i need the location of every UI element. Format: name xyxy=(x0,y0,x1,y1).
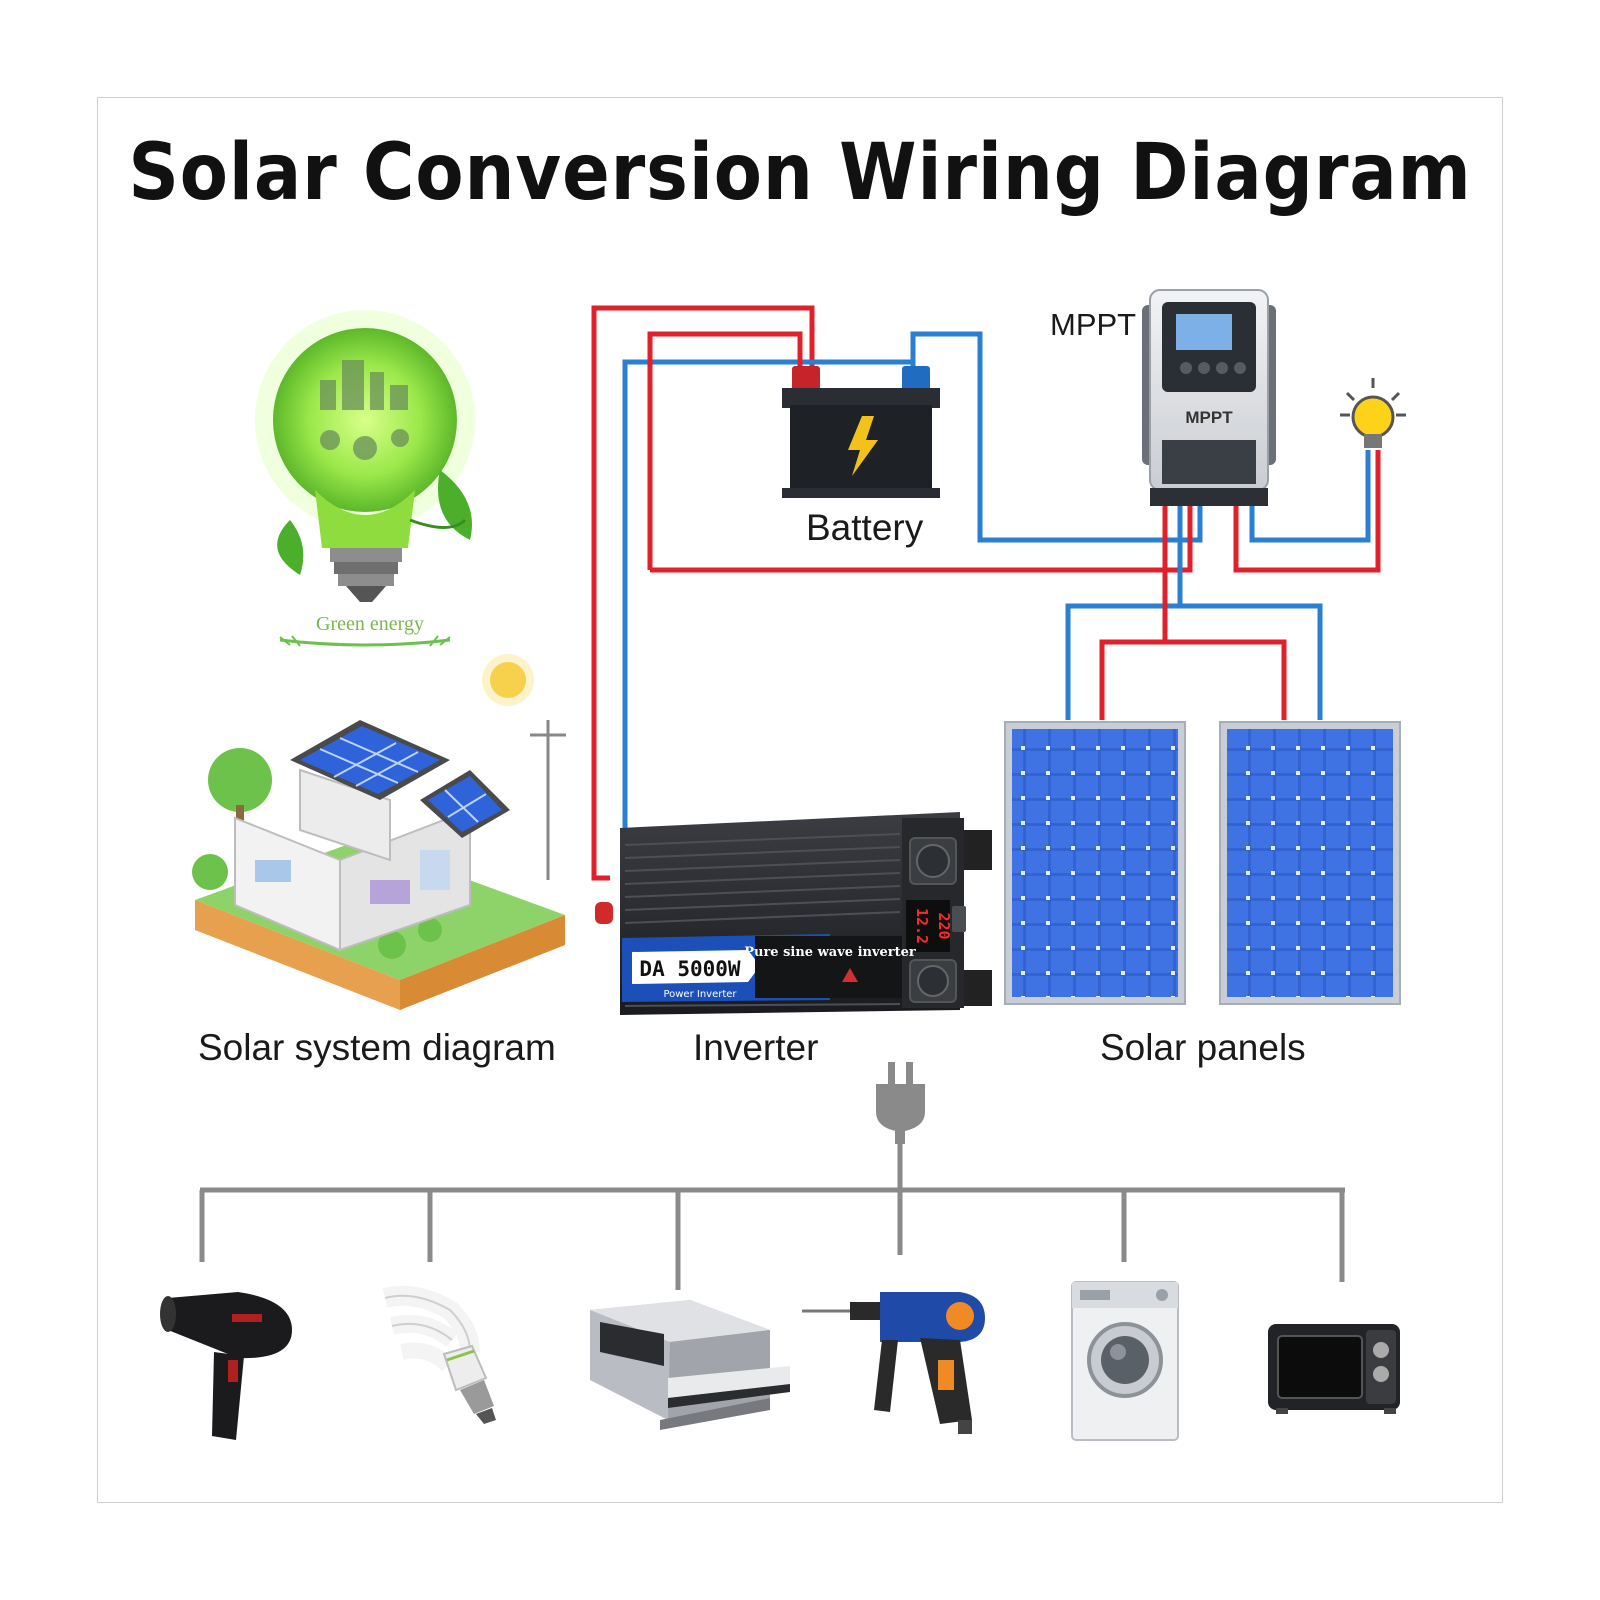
solar-panel-left-icon xyxy=(1004,721,1186,1005)
inverter-display-voltage-dc: 12.2 xyxy=(913,908,931,944)
page-title: Solar Conversion Wiring Diagram xyxy=(128,128,1472,218)
drill-icon xyxy=(802,1292,985,1434)
washing-machine-icon xyxy=(1071,1281,1179,1441)
wire-battery-mppt-positive xyxy=(647,331,803,570)
inverter-display-voltage-ac: 220 xyxy=(935,912,953,939)
ac-plug-icon xyxy=(876,1062,925,1144)
wire-mppt-panels-negative xyxy=(1065,505,1323,720)
inverter-label: Inverter xyxy=(693,1027,819,1068)
ac-distribution-bus xyxy=(199,1144,1345,1290)
inverter-icon xyxy=(595,812,992,1015)
wire-mppt-load-positive xyxy=(1233,450,1381,573)
inverter-model-text: DA 5000W xyxy=(639,957,741,981)
solar-panels-label: Solar panels xyxy=(1100,1027,1306,1068)
solar-house-icon xyxy=(192,654,566,1010)
solar-system-label: Solar system diagram xyxy=(198,1027,556,1068)
battery-label: Battery xyxy=(806,507,924,548)
wire-battery-mppt-negative xyxy=(910,331,1203,543)
hair-dryer-icon xyxy=(160,1292,292,1440)
wire-mppt-panels-positive xyxy=(1099,505,1287,720)
solar-panel-right-icon xyxy=(1219,721,1401,1005)
toaster-oven-icon xyxy=(1268,1324,1400,1414)
printer-icon xyxy=(590,1300,790,1430)
wire-inverter-battery-positive xyxy=(591,305,815,881)
green-energy-caption: Green energy xyxy=(316,613,424,635)
lightbulb-icon xyxy=(1340,378,1406,448)
mppt-brand-text: MPPT xyxy=(1185,408,1233,427)
diagram-frame xyxy=(97,97,1503,1503)
cfl-bulb-icon xyxy=(382,1285,496,1424)
inverter-subtitle-text: Power Inverter xyxy=(663,989,737,1000)
mppt-label: MPPT xyxy=(1050,307,1137,342)
wire-mppt-battery-positive xyxy=(650,505,1193,573)
battery-icon xyxy=(782,366,940,498)
green-energy-bulb-icon xyxy=(255,310,475,647)
inverter-tagline-text: Pure sine wave inverter xyxy=(744,945,916,960)
wire-mppt-load-negative xyxy=(1249,450,1371,543)
mppt-controller-icon xyxy=(1142,289,1276,506)
